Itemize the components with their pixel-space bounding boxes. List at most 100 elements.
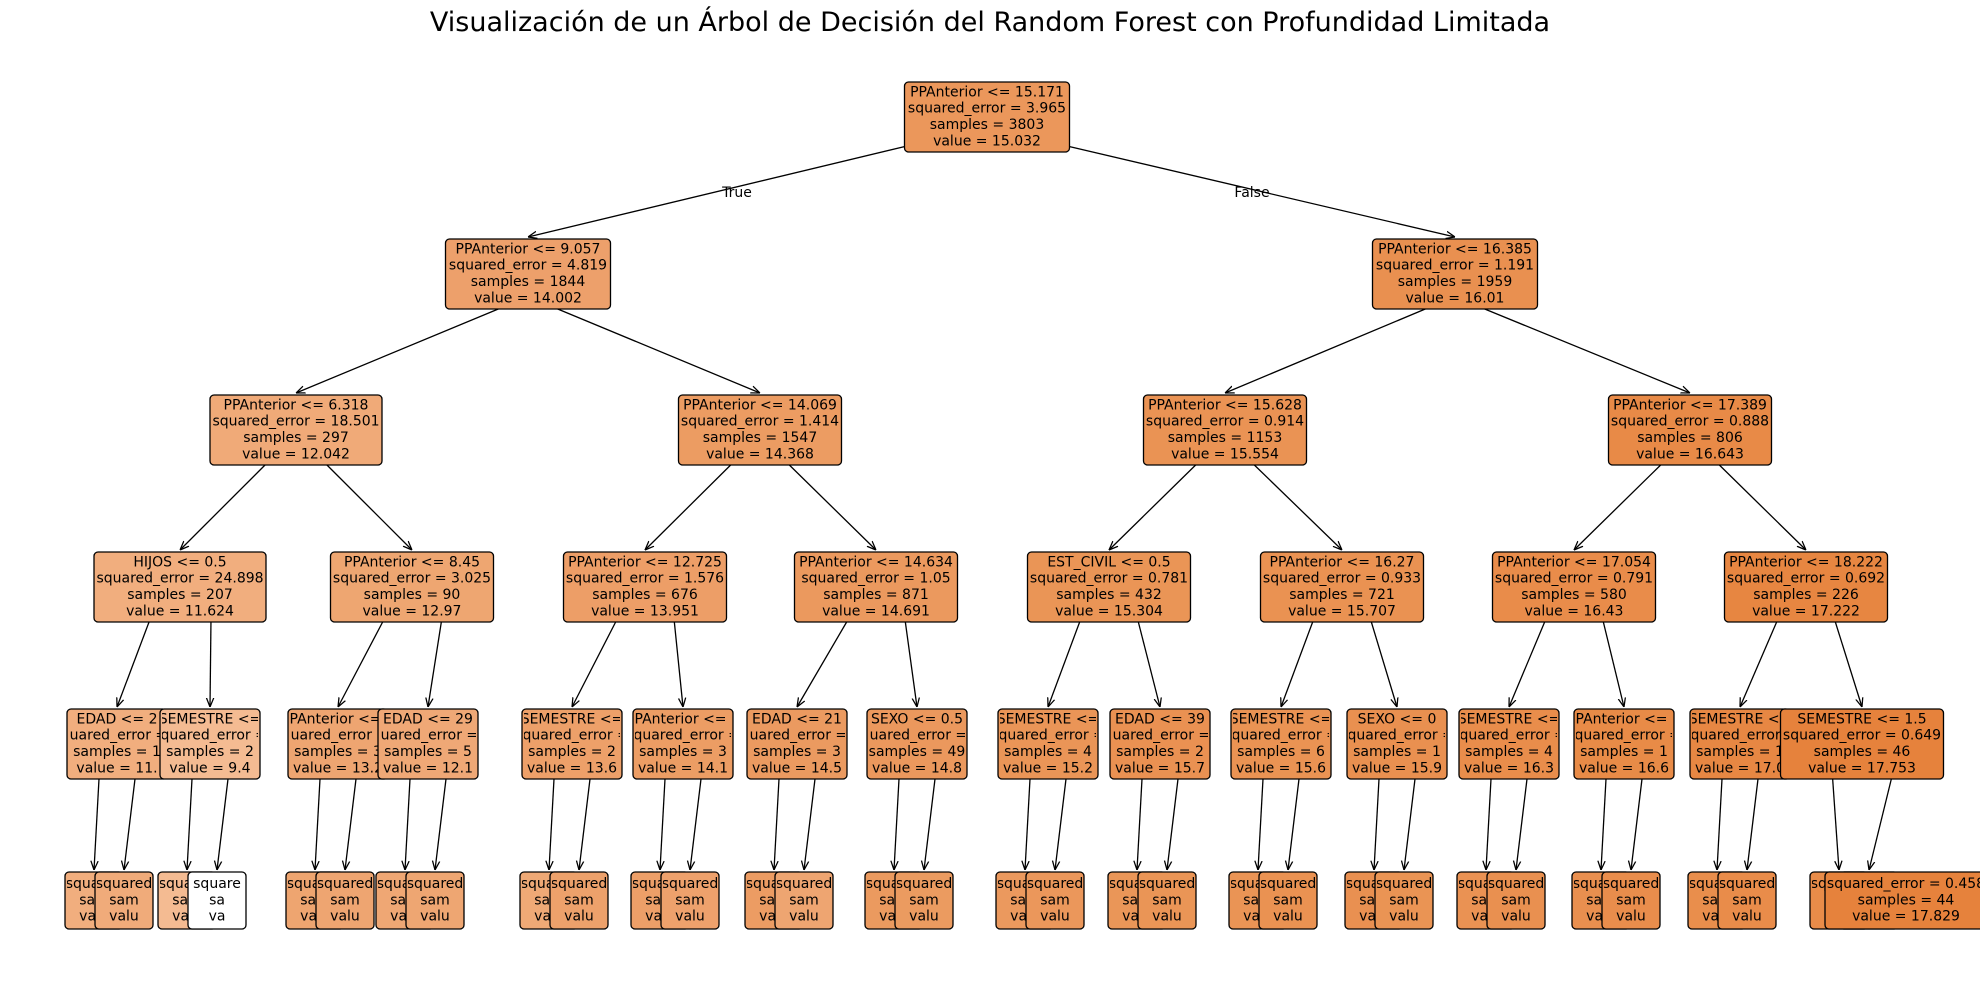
tree-edge-n19-l9 (579, 778, 591, 870)
tree-node-text: valu (909, 909, 939, 925)
tree-edge-n30-l30 (1832, 778, 1839, 870)
tree-node-text: squared_error = 0.649 (1783, 728, 1941, 744)
tree-node-text: value = 16.01 (1406, 290, 1505, 306)
diagram-title: Visualización de un Árbol de Decisión de… (430, 6, 1550, 38)
tree-node-text: valu (675, 909, 705, 925)
tree-node-text: samples = 49 (869, 744, 966, 760)
tree-node-text: squared_error = 3.965 (908, 101, 1066, 117)
tree-node-text: squared (96, 876, 153, 892)
tree-node-text: sam (789, 892, 819, 908)
tree-node-text: EDAD <= 21 (752, 711, 842, 727)
tree-node-text: squared_error = 0.914 (1146, 414, 1304, 430)
tree-node-text: squared_error = 3 (364, 728, 491, 744)
tree-node-box (1458, 708, 1560, 780)
tree-node-text: value = 12.042 (242, 446, 350, 462)
tree-node-text: samples = 1153 (1168, 430, 1282, 446)
tree-node-text: value = 12.97 (363, 603, 462, 619)
tree-node-text: squared_error = 0.458 (1827, 876, 1980, 892)
tree-edge-n10-n22 (904, 621, 917, 707)
tree-node-text: squared_error = (1683, 728, 1797, 744)
tree-node-text: valu (1616, 909, 1646, 925)
tree-node-box (1717, 871, 1777, 930)
tree-node-text: squared (1719, 876, 1776, 892)
tree-node-text: squared (1488, 876, 1545, 892)
tree-edge-n16-l2 (187, 778, 193, 870)
tree-node-box (1374, 871, 1434, 930)
tree-node-text: sam (909, 892, 939, 908)
tree-node-box (997, 708, 1099, 780)
tree-node-text: squared (551, 876, 608, 892)
tree-edge-n0-n2 (1066, 145, 1455, 237)
tree-node-text: va (209, 909, 226, 925)
tree-edge-n15-l1 (124, 778, 136, 870)
tree-node-text: value = 15.032 (933, 133, 1041, 149)
tree-node-n25: SEMESTRE <=squared_error =samples = 6val… (1230, 708, 1333, 780)
tree-node-text: samples = 3 (639, 744, 727, 760)
tree-node-text: samples = 871 (823, 587, 929, 603)
tree-node-text: samples = 207 (127, 587, 233, 603)
tree-node-n29: SEMESTRE <=squared_error =samples = 1val… (1683, 708, 1797, 780)
tree-node-text: valu (109, 909, 139, 925)
tree-node-text: samples = 2 (166, 744, 254, 760)
tree-node-text: sa (209, 892, 225, 908)
tree-node-box (1026, 551, 1192, 623)
tree-edge-n28-l27 (1631, 778, 1643, 870)
tree-node-box (1491, 551, 1657, 623)
tree-node-box (1259, 551, 1425, 623)
tree-node-n16: SEMESTRE <=squared_error =samples = 2val… (159, 708, 261, 780)
tree-node-text: value = 15.707 (1288, 603, 1396, 619)
tree-edge-n26-l23 (1404, 778, 1416, 870)
tree-node-text: squared_error = 1.05 (801, 571, 950, 587)
tree-node-text: squared (1260, 876, 1317, 892)
tree-node-text: squared (1139, 876, 1196, 892)
tree-node-text: value = 14.368 (706, 446, 814, 462)
tree-node-text: sam (675, 892, 705, 908)
tree-node-text: squared (317, 876, 374, 892)
tree-node-box (866, 708, 968, 780)
tree-node-text: value = 16.6 (1579, 760, 1669, 776)
tree-edge-n30-l31 (1869, 778, 1892, 870)
tree-node-text: value = 12.1 (383, 760, 473, 776)
tree-node-text: value = 15.6 (1236, 760, 1326, 776)
tree-node-text: samples = 1 (1580, 744, 1668, 760)
tree-node-text: squared_error = 1.576 (566, 571, 724, 587)
tree-edge-n11-n24 (1137, 621, 1160, 707)
tree-edge-n20-l11 (690, 778, 702, 870)
tree-node-text: squared_error = 0.933 (1263, 571, 1421, 587)
tree-edge-n13-n27 (1509, 621, 1546, 707)
tree-edge-n4-n10 (788, 464, 876, 550)
tree-node-box (677, 394, 843, 466)
tree-node-text: squared_error = 18.501 (212, 414, 379, 430)
tree-edge-n0-n1 (528, 145, 908, 237)
tree-node-box (405, 871, 465, 930)
tree-node-box (444, 238, 612, 310)
tree-node-text: value = 15.7 (1115, 760, 1205, 776)
tree-node-box (1601, 871, 1661, 930)
tree-node-text: SEMESTRE <= (521, 711, 624, 727)
tree-node-text: squared_error = 0 (1096, 728, 1223, 744)
tree-node-text: squared_error = (1452, 728, 1566, 744)
tree-edge-n21-l12 (774, 778, 780, 870)
tree-edge-n26-l22 (1374, 778, 1380, 870)
tree-node-box (1142, 394, 1308, 466)
tree-node-text: SEMESTRE <= (1230, 711, 1333, 727)
tree-node-text: squared_error = 0.781 (1030, 571, 1188, 587)
tree-node-text: sam (109, 892, 139, 908)
tree-edge-n29-l28 (1717, 778, 1723, 870)
tree-edge-n28-l26 (1601, 778, 1607, 870)
tree-node-box (94, 871, 154, 930)
tree-node-text: samples = 806 (1637, 430, 1743, 446)
